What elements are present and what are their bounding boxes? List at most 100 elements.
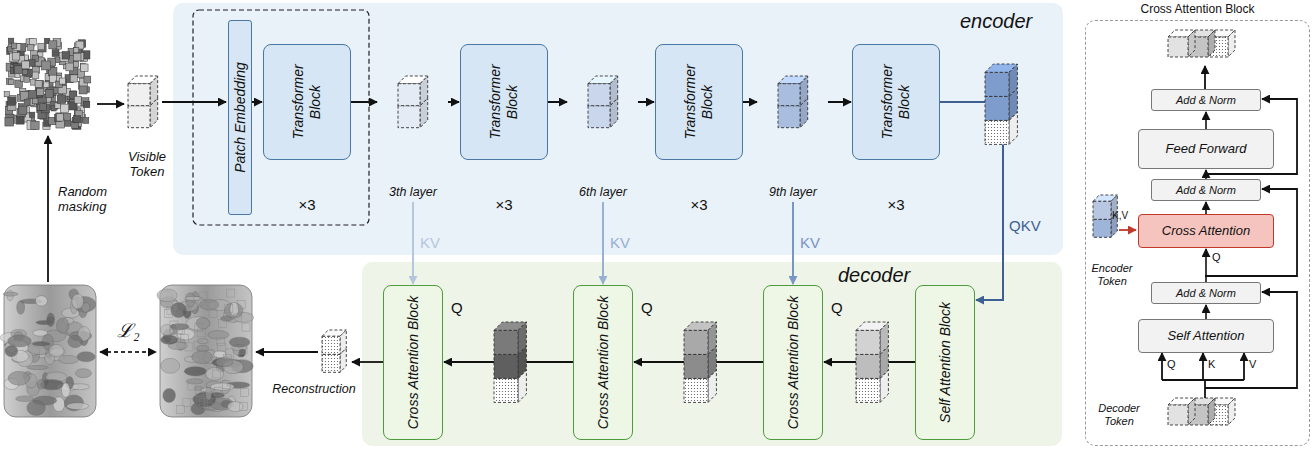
connector	[1205, 112, 1207, 129]
connector	[1205, 305, 1207, 319]
edge-label: QKV	[1009, 218, 1041, 235]
token-stack-figure	[758, 72, 828, 142]
block-label: Patch Embedding	[232, 26, 249, 209]
connector	[548, 101, 567, 103]
input-label: K	[1208, 358, 1222, 371]
edge-label: Q	[831, 300, 843, 317]
group-bracket	[193, 10, 369, 225]
transformer-block: Transformer Block×3	[263, 44, 351, 160]
connector	[252, 101, 262, 103]
panel-heading: encoder	[960, 10, 1032, 33]
input-label: V	[1249, 358, 1263, 371]
token-cube	[1168, 30, 1195, 57]
connector	[828, 101, 851, 103]
decoder-block: Self Attention Block	[915, 285, 975, 440]
cross-attention-box: Cross Attention	[1138, 214, 1274, 248]
flow-arrow	[352, 361, 383, 363]
edge-label: Q	[1212, 251, 1221, 263]
block-label: Self Attention Block	[937, 291, 954, 434]
flow-arrow	[162, 101, 226, 103]
flow-arrow	[1243, 353, 1245, 380]
flow-arrow	[97, 103, 124, 105]
layer-label: 9th layer	[769, 184, 817, 200]
connector	[448, 101, 459, 103]
ct-volume	[157, 285, 254, 417]
panel-ground	[362, 262, 1062, 446]
block-label: Cross Attention Block	[595, 291, 612, 434]
block-label: Feed Forward	[1166, 141, 1247, 157]
flow-line	[1204, 380, 1206, 398]
token-cube	[494, 322, 526, 354]
token-cube	[1188, 30, 1215, 57]
block-label: Add & Norm	[1176, 286, 1236, 300]
flow-arrow	[47, 136, 49, 282]
token-cube	[1168, 398, 1195, 425]
block-label: Self Attention	[1168, 328, 1245, 344]
flow-arrow	[1202, 353, 1204, 380]
block-label: Add & Norm	[1176, 93, 1236, 107]
repeat-count: ×3	[853, 196, 939, 213]
token-cube	[684, 322, 716, 354]
input-label: K,V	[1112, 210, 1138, 222]
connector	[1205, 202, 1207, 214]
connector	[602, 202, 604, 284]
panel-ground	[173, 3, 1063, 255]
layer-box: Add & Norm	[1151, 179, 1261, 201]
panel-title: Cross Attention Block	[1086, 2, 1309, 16]
block-label: Cross Attention Block	[405, 291, 422, 434]
ct-volume	[0, 285, 96, 417]
connector	[351, 101, 377, 103]
block-label: Transformer Block	[487, 50, 521, 154]
transformer-block: Transformer Block×3	[460, 44, 548, 160]
stage-panel: decoderSelf Attention Block Cross Attenti…	[362, 262, 1062, 446]
token-stack: 9th layer	[758, 72, 828, 200]
embedding-box: Patch Embedding	[228, 20, 252, 215]
transformer-block: Transformer Block×3	[655, 44, 743, 160]
block-label: Transformer Block	[879, 50, 913, 154]
block-label: Transformer Block	[290, 50, 324, 154]
token-label: Visible Token	[110, 150, 184, 180]
edge-label: Q	[451, 300, 463, 317]
token-stack: 6th layer	[568, 72, 638, 200]
connector	[412, 202, 414, 284]
loss-symbol: ℒ₂	[117, 320, 147, 342]
flow-arrow	[1204, 66, 1206, 90]
token-cube	[1208, 30, 1235, 57]
repeat-count: ×3	[461, 196, 547, 213]
connector	[792, 202, 794, 284]
token-cube	[128, 76, 158, 106]
token-stack-figure	[568, 72, 638, 142]
step-label: Reconstruction	[266, 382, 362, 396]
block-label: Cross Attention	[1162, 223, 1250, 239]
decoder-block: Cross Attention Block	[573, 285, 633, 440]
input-label: Q	[1167, 358, 1181, 371]
layer-label: 3th layer	[389, 184, 437, 200]
decoder-block: Cross Attention Block	[763, 285, 823, 440]
edge-label: Q	[641, 300, 653, 317]
block-label: Add & Norm	[1176, 183, 1236, 197]
kv-arrow	[1119, 229, 1136, 231]
detail-panel: Cross Attention BlockAdd & NormFeed Forw…	[1085, 20, 1310, 446]
step-label: Random masking	[58, 185, 128, 215]
edge-label: KV	[610, 235, 630, 252]
block-label: Transformer Block	[682, 50, 716, 154]
flow-arrow	[256, 351, 318, 353]
masked-volume	[4, 38, 91, 130]
token-cube	[856, 322, 888, 354]
layer-box: Self Attention	[1138, 319, 1274, 353]
edge-label: KV	[420, 235, 440, 252]
loss-arrow	[100, 351, 156, 353]
token-cube	[322, 330, 346, 354]
token-label: Encoder Token	[1081, 262, 1143, 287]
panel-heading: decoder	[838, 264, 910, 287]
token-label: Decoder Token	[1088, 402, 1150, 427]
token-cube	[398, 76, 428, 106]
stage-panel: encoderPatch EmbeddingTransformer Block×…	[173, 3, 1063, 255]
token-cube	[1208, 398, 1235, 425]
connector	[743, 101, 757, 103]
token-stack: 3th layer	[378, 72, 448, 200]
edge-label: KV	[800, 235, 820, 252]
token-cube	[778, 76, 808, 106]
connector	[1205, 249, 1207, 282]
